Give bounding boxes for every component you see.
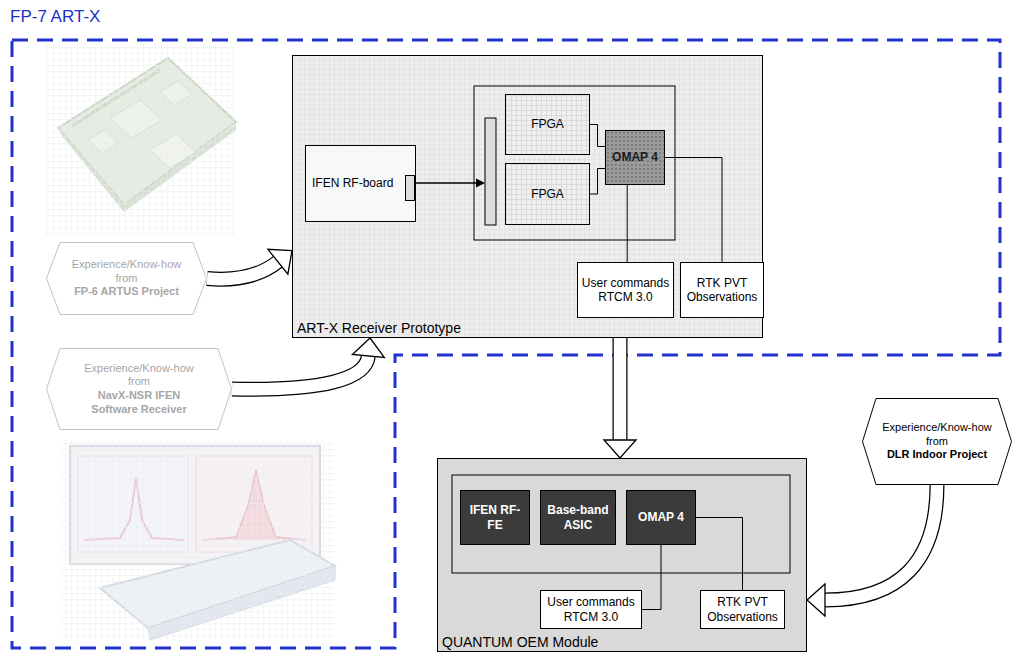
flow-arrow bbox=[807, 485, 937, 616]
io-box: User commands RTCM 3.0 bbox=[540, 590, 642, 629]
hexagon-shape bbox=[47, 349, 232, 430]
node-label: OMAP 4 bbox=[612, 150, 658, 164]
hexagon-shape bbox=[47, 243, 207, 315]
arrow-shaft-outline bbox=[613, 338, 628, 440]
source-hexagon: Experience/Know-how fromDLR Indoor Proje… bbox=[862, 398, 1012, 485]
node-label: FPGA bbox=[531, 117, 564, 131]
project-boundary bbox=[12, 40, 1000, 648]
connector-line bbox=[590, 169, 605, 195]
text-block: OMAP 4 bbox=[638, 510, 684, 524]
connector-path bbox=[590, 125, 605, 147]
image-grid-overlay bbox=[60, 440, 335, 640]
text-block: FPGA bbox=[531, 187, 564, 201]
software-receiver-illustration bbox=[60, 440, 335, 640]
connector-path bbox=[696, 518, 743, 591]
prototype-background bbox=[292, 55, 763, 338]
text-block: IFEN RF-FE bbox=[465, 503, 525, 532]
flow-arrow bbox=[232, 338, 384, 389]
diagram-title: FP-7 ART-X bbox=[10, 7, 100, 27]
text-block: RTK PVT Observations bbox=[684, 276, 760, 305]
connector-line bbox=[665, 158, 722, 263]
rf-frontend-box: IFEN RF-FE bbox=[460, 490, 530, 545]
node-label: Experience/Know-how from bbox=[882, 421, 992, 449]
text-block: FPGA bbox=[531, 117, 564, 131]
text-block: Base-band ASIC bbox=[545, 503, 611, 532]
node-label: Experience/Know-how from bbox=[74, 362, 204, 390]
node-label: DLR Indoor Project bbox=[882, 448, 992, 462]
signal-arrow bbox=[416, 182, 477, 184]
node-label: FPGA bbox=[531, 187, 564, 201]
connector-path bbox=[627, 185, 628, 262]
node-label: RTK PVT Observations bbox=[704, 595, 781, 624]
arrow-head bbox=[352, 338, 384, 357]
port-connector bbox=[405, 175, 415, 201]
connector-line bbox=[642, 545, 661, 610]
arrow-shaft bbox=[232, 356, 368, 389]
text-block: RTK PVT Observations bbox=[704, 595, 781, 624]
text-block: OMAP 4 bbox=[612, 150, 658, 164]
oem-module-board bbox=[452, 475, 790, 573]
source-hexagon: Experience/Know-how fromFP-6 ARTUS Proje… bbox=[46, 242, 207, 315]
output-box: RTK PVT Observations bbox=[680, 262, 764, 318]
oem-module-background bbox=[437, 458, 807, 652]
arrow-shaft-outline bbox=[825, 485, 937, 600]
source-hexagon: Experience/Know-how fromNavX-NSR IFEN So… bbox=[46, 348, 232, 430]
pcb-illustration bbox=[45, 45, 236, 235]
node-label: Base-band ASIC bbox=[545, 503, 611, 532]
node-label: FP-6 ARTUS Project bbox=[66, 285, 187, 299]
text-block: User commands RTCM 3.0 bbox=[544, 595, 638, 624]
io-box: User commands RTCM 3.0 bbox=[577, 262, 674, 318]
connector-path bbox=[665, 158, 722, 263]
text-block: Experience/Know-how fromDLR Indoor Proje… bbox=[882, 421, 992, 462]
connector-line bbox=[696, 518, 743, 591]
arrow-shaft bbox=[207, 262, 278, 279]
processor-box: OMAP 4 bbox=[626, 490, 696, 545]
arrow-shaft bbox=[614, 338, 627, 440]
node-label: IFEN RF-FE bbox=[465, 503, 525, 532]
arrow-head bbox=[268, 249, 292, 274]
arrow-shaft bbox=[825, 485, 937, 600]
text-block: User commands RTCM 3.0 bbox=[581, 276, 670, 305]
node-label: Experience/Know-how from bbox=[66, 258, 187, 286]
image-grid-overlay bbox=[45, 45, 235, 235]
node-label: IFEN RF-board bbox=[312, 176, 393, 190]
text-block: Experience/Know-how fromNavX-NSR IFEN So… bbox=[74, 362, 204, 417]
arrow-head bbox=[604, 440, 636, 458]
connector-line bbox=[627, 185, 628, 262]
node-label: RTK PVT Observations bbox=[684, 276, 760, 305]
fpga-box: FPGA bbox=[505, 94, 590, 155]
text-block: IFEN RF-board bbox=[312, 176, 393, 190]
arrow-head bbox=[807, 584, 825, 616]
processor-box: OMAP 4 bbox=[605, 130, 665, 185]
node-label: OMAP 4 bbox=[638, 510, 684, 524]
connector-line bbox=[590, 125, 605, 147]
node-label: User commands RTCM 3.0 bbox=[544, 595, 638, 624]
connector-path bbox=[590, 169, 605, 195]
connector-path bbox=[642, 545, 661, 610]
arrow-shaft-outline bbox=[232, 356, 368, 389]
asic-box: Base-band ASIC bbox=[540, 490, 616, 545]
flow-arrow bbox=[207, 249, 292, 279]
arrow-shaft-outline bbox=[207, 262, 278, 279]
hexagon-shape bbox=[863, 399, 1012, 485]
fpga-box: FPGA bbox=[505, 163, 590, 225]
flow-arrow bbox=[604, 338, 636, 458]
node-label: NavX-NSR IFEN Software Receiver bbox=[74, 389, 204, 417]
box-title: ART-X Receiver Prototype bbox=[297, 320, 461, 336]
oem-module-box: QUANTUM OEM Module IFEN RF-FE Base-band AS… bbox=[437, 458, 807, 652]
box-title: QUANTUM OEM Module bbox=[442, 634, 598, 650]
output-box: RTK PVT Observations bbox=[700, 590, 785, 629]
signal-arrow-head bbox=[476, 179, 485, 188]
prototype-box: ART-X Receiver PrototypeIFEN RF-boardFPG… bbox=[292, 55, 763, 338]
processing-board bbox=[474, 86, 675, 240]
rf-board-box: IFEN RF-board bbox=[305, 145, 416, 222]
text-block: Experience/Know-how fromFP-6 ARTUS Proje… bbox=[66, 258, 187, 299]
node-label: User commands RTCM 3.0 bbox=[581, 276, 670, 305]
board-connector-bar bbox=[485, 118, 496, 225]
